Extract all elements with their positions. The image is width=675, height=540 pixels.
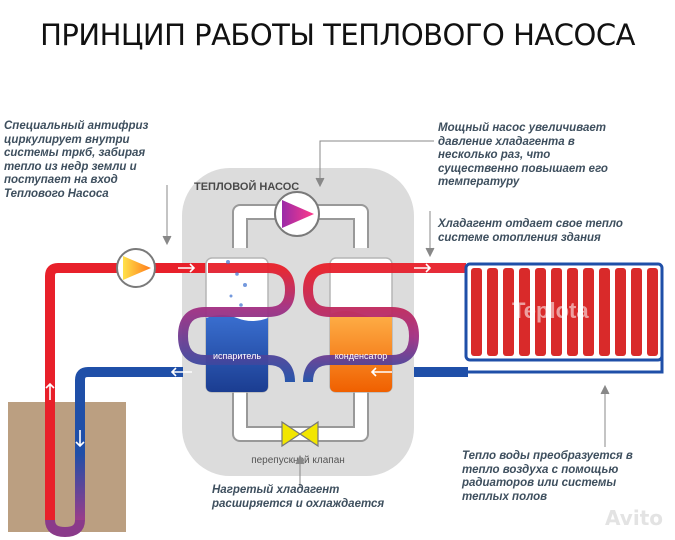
note-compressor: Мощный насос увеличивает давление хладаг… xyxy=(438,122,608,188)
note-radiator: Тепло воды преобразуется в тепло воздуха… xyxy=(462,450,633,503)
note-refrigerant-heat: Хладагент отдает свое тепло системе отоп… xyxy=(438,218,623,244)
ground-loop-pipe xyxy=(75,367,183,520)
condenser-coil xyxy=(302,263,466,383)
note-antifreeze: Специальный антифриз циркулирует внутри … xyxy=(4,120,149,200)
page-title: ПРИНЦИП РАБОТЫ ТЕПЛОВОГО НАСОСА xyxy=(40,18,635,52)
ground-supply-pipe xyxy=(45,263,208,520)
heat-pump-box-label: ТЕПЛОВОЙ НАСОС xyxy=(194,180,299,193)
evaporator-coil xyxy=(177,263,296,383)
radiator xyxy=(464,262,664,374)
watermark: Teplota xyxy=(512,298,589,323)
ground-block xyxy=(8,402,126,532)
condenser-label: конденсатор xyxy=(335,351,388,361)
bubbles xyxy=(226,260,247,307)
circulation-pump xyxy=(116,248,156,288)
brand-watermark: Avito xyxy=(605,506,663,530)
compressor xyxy=(274,191,320,237)
callout-lines xyxy=(162,140,610,488)
expansion-valve xyxy=(281,420,319,448)
note-valve: Нагретый хладагент расширяется и охлажда… xyxy=(212,484,385,510)
ground-loop-bottom xyxy=(45,519,85,538)
evaporator-label: испаритель xyxy=(213,351,261,361)
flow-arrows xyxy=(45,263,432,448)
